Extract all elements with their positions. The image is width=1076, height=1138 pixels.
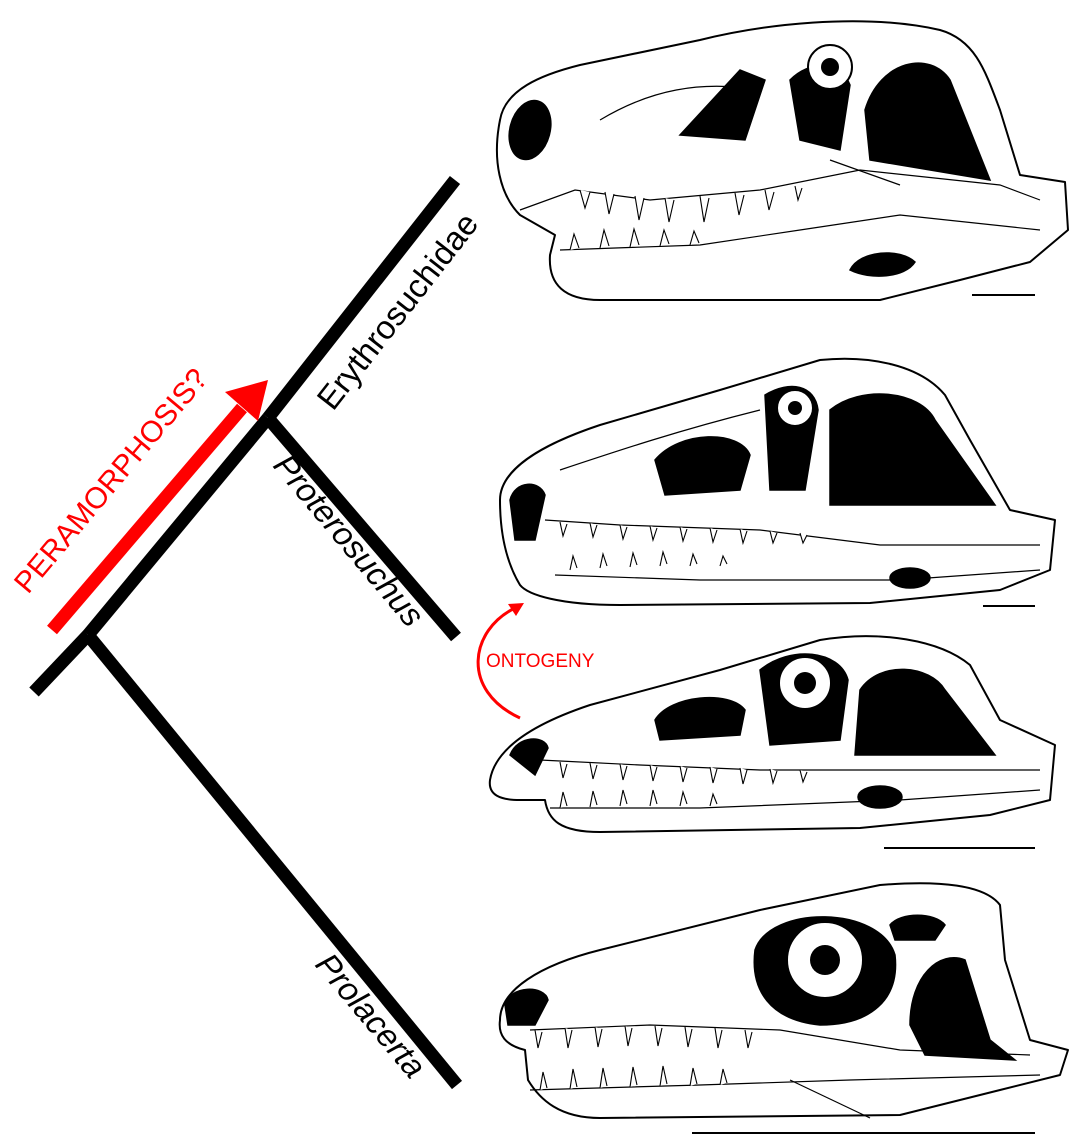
svg-text:Erythrosuchidae: Erythrosuchidae xyxy=(309,206,485,417)
svg-text:ONTOGENY: ONTOGENY xyxy=(486,651,595,672)
skull-prolacerta xyxy=(500,883,1068,1133)
root-branch xyxy=(34,635,88,692)
label-prolacerta: Prolacerta xyxy=(309,946,434,1085)
svg-text:Prolacerta: Prolacerta xyxy=(309,946,434,1085)
svg-text:Proterosuchus: Proterosuchus xyxy=(267,447,432,634)
skull-proterosuchus-adult xyxy=(500,359,1055,606)
branch-to-prolacerta xyxy=(88,635,457,1085)
skull-erythrosuchidae xyxy=(497,21,1068,300)
label-erythrosuchidae: Erythrosuchidae xyxy=(309,206,485,417)
label-ontogeny: ONTOGENY xyxy=(486,651,595,672)
label-proterosuchus: Proterosuchus xyxy=(267,447,432,634)
